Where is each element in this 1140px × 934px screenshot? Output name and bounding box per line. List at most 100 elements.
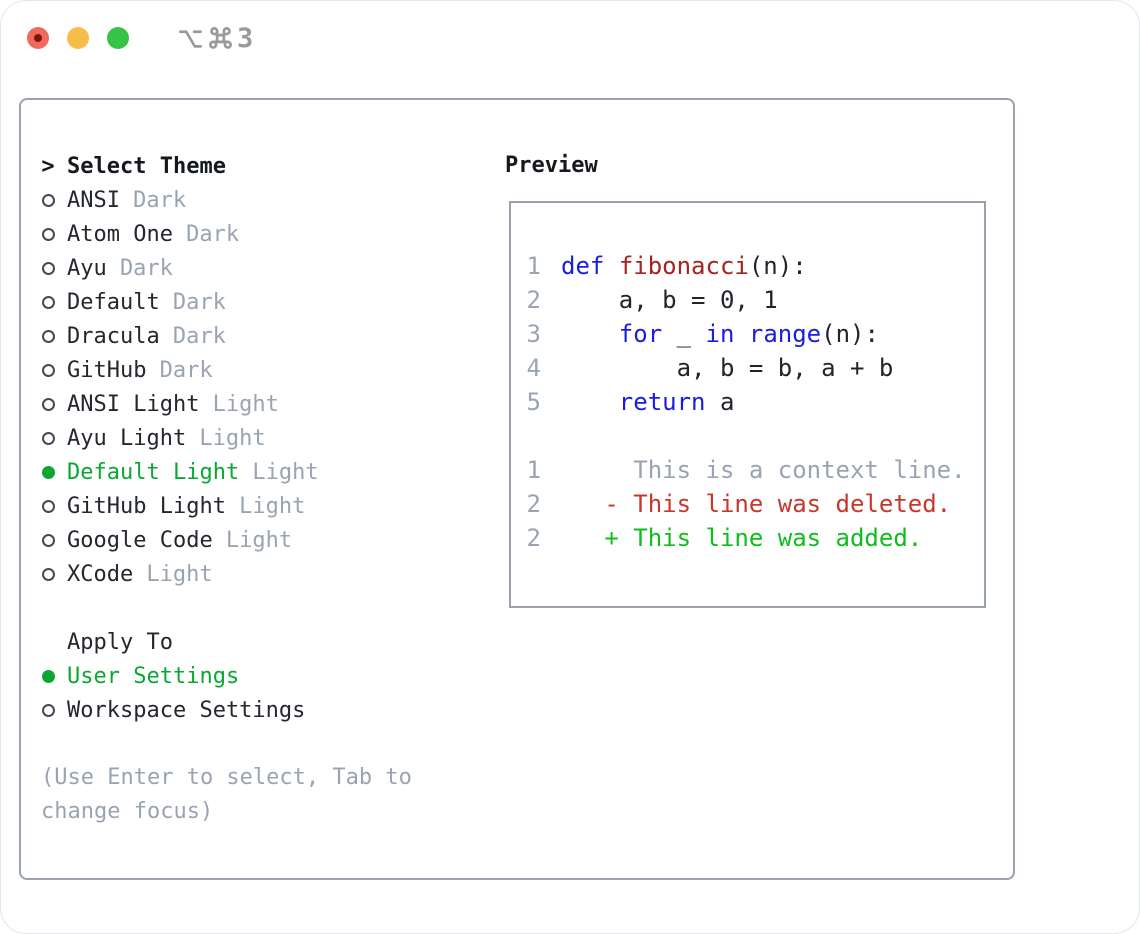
keyboard-hint: (Use Enter to select, Tab to change focu…	[41, 765, 412, 824]
radio-unselected-icon	[41, 397, 55, 411]
code-segment: _	[662, 320, 706, 348]
theme-variant-tag: Dark	[172, 323, 226, 349]
apply-option-workspace-settings[interactable]: Workspace Settings	[41, 693, 473, 727]
window-title-shortcut: 3	[177, 23, 253, 54]
radio-slot	[41, 567, 55, 581]
theme-variant-tag: Light	[212, 391, 279, 417]
line-number: 4	[526, 354, 541, 382]
line-number: 3	[526, 320, 541, 348]
code-segment: def	[561, 252, 605, 280]
code-segment: return	[618, 388, 706, 416]
option-label: Workspace Settings	[67, 697, 306, 723]
theme-variant-tag: Dark	[159, 357, 213, 383]
option-label: GitHub	[67, 357, 147, 383]
code-segment: a	[705, 388, 735, 416]
radio-slot	[41, 465, 55, 479]
code-segment: a, b = b, a + b	[561, 354, 894, 382]
option-label: Ayu	[67, 255, 107, 281]
focus-caret: >	[41, 153, 55, 179]
line-number: 2	[526, 490, 541, 518]
window-titlebar: 3	[1, 1, 1139, 75]
spacer	[41, 727, 473, 761]
radio-unselected-icon	[41, 295, 55, 309]
option-label: Ayu Light	[67, 425, 187, 451]
option-label: Dracula	[67, 323, 160, 349]
theme-option-github[interactable]: GitHub Dark	[41, 353, 473, 387]
code-segment: This is a context line.	[561, 456, 966, 484]
code-segment: - This line was deleted.	[561, 490, 952, 518]
code-line: 1 def fibonacci(n):	[526, 249, 984, 283]
code-line: 5 return a	[526, 385, 984, 419]
radio-unselected-icon	[41, 363, 55, 377]
select-theme-header: > Select Theme	[41, 149, 473, 183]
code-segment: (n):	[821, 320, 879, 348]
radio-slot	[41, 533, 55, 547]
spacer	[41, 591, 473, 625]
theme-variant-tag: Light	[252, 459, 319, 485]
theme-option-ayu-light[interactable]: Ayu Light Light	[41, 421, 473, 455]
radio-slot	[41, 329, 55, 343]
code-segment: fibonacci	[618, 252, 749, 280]
code-segment	[561, 320, 619, 348]
theme-option-google-code[interactable]: Google Code Light	[41, 523, 473, 557]
line-number: 1	[526, 252, 541, 280]
apply-to-header: Apply To	[41, 625, 473, 659]
theme-variant-tag: Light	[199, 425, 266, 451]
line-number: 2	[526, 524, 541, 552]
radio-slot	[41, 363, 55, 377]
radio-unselected-icon	[41, 227, 55, 241]
minimize-button[interactable]	[67, 27, 89, 49]
radio-slot	[41, 431, 55, 445]
code-segment	[734, 320, 748, 348]
code-line: 4 a, b = b, a + b	[526, 351, 984, 385]
code-segment	[561, 388, 619, 416]
select-theme-title: Select Theme	[67, 153, 226, 179]
option-key-icon	[179, 29, 202, 48]
code-line	[526, 419, 984, 453]
radio-unselected-icon	[41, 499, 55, 513]
radio-unselected-icon	[41, 567, 55, 581]
radio-unselected-icon	[41, 703, 55, 717]
window-title-key: 3	[237, 22, 254, 54]
radio-slot	[41, 397, 55, 411]
code-segment: (n):	[748, 252, 807, 280]
option-label: Default	[67, 289, 160, 315]
close-button[interactable]	[27, 27, 49, 49]
command-key-icon	[209, 26, 232, 49]
option-label: GitHub Light	[67, 493, 226, 519]
option-label: User Settings	[67, 663, 240, 689]
radio-selected-icon	[41, 465, 55, 479]
code-line: 3 for _ in range(n):	[526, 317, 984, 351]
code-segment: in	[705, 320, 735, 348]
theme-variant-tag: Dark	[186, 221, 240, 247]
zoom-button[interactable]	[107, 27, 129, 49]
option-label: XCode	[67, 561, 134, 587]
radio-slot	[41, 499, 55, 513]
theme-variant-tag: Light	[239, 493, 306, 519]
code-segment: a, b = 0, 1	[561, 286, 778, 314]
radio-slot	[41, 193, 55, 207]
code-line: 1 This is a context line.	[526, 453, 984, 487]
code-line: 2 a, b = 0, 1	[526, 283, 984, 317]
option-label: Google Code	[67, 527, 213, 553]
theme-option-github-light[interactable]: GitHub Light Light	[41, 489, 473, 523]
radio-unselected-icon	[41, 533, 55, 547]
code-segment: + This line was added.	[561, 524, 923, 552]
radio-slot	[41, 227, 55, 241]
apply-option-user-settings[interactable]: User Settings	[41, 659, 473, 693]
theme-variant-tag: Light	[225, 527, 293, 553]
theme-option-dracula[interactable]: Dracula Dark	[41, 319, 473, 353]
line-number: 5	[526, 388, 541, 416]
